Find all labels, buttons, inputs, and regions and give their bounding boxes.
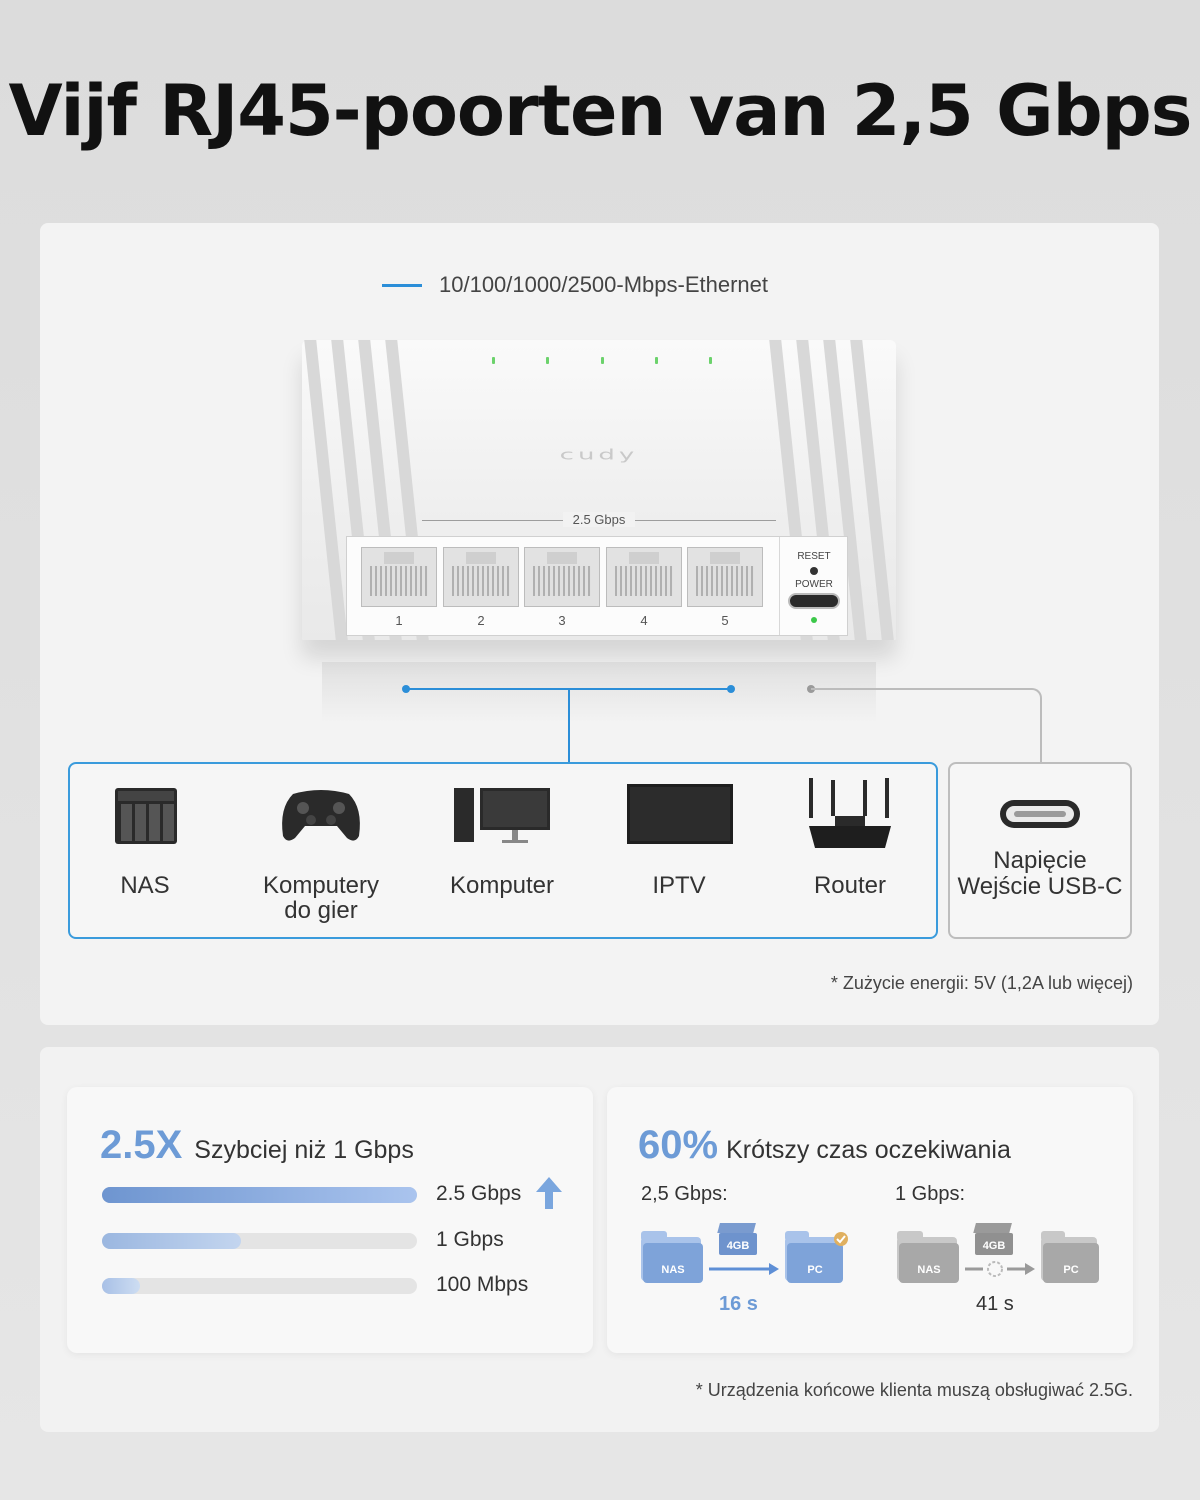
usb-c-icon [1000,800,1080,828]
wait-stat-desc: Krótszy czas oczekiwania [726,1136,1011,1164]
rj45-port-2 [443,547,519,607]
power-text-line1: Napięcie [993,847,1087,874]
port-number: 5 [721,613,729,628]
page-title: Vijf RJ45-poorten van 2,5 Gbps [8,70,1193,152]
power-text-line2: Wejście USB-C [957,873,1123,900]
nas-folder-icon: NAS [897,1231,959,1283]
port-5-connector [727,685,735,693]
slow-transfer-time: 41 s [976,1293,1014,1315]
wait-stat-line: 60% Krótszy czas oczekiwania [638,1123,1011,1168]
speed-bar-100m [102,1278,417,1294]
slow-transfer-diagram: NAS 4GB PC [897,1223,1099,1283]
svg-text:4GB: 4GB [983,1240,1006,1252]
file-clapper-icon: 4GB [973,1223,1013,1255]
pc-folder-icon: PC [785,1231,843,1283]
control-area: RESET POWER [779,537,847,635]
device-label-gaming: Komputery do gier [262,872,380,924]
legend: 10/100/1000/2500-Mbps-Ethernet [382,272,768,298]
status-leds [492,357,712,364]
pc-folder-icon: PC [1041,1231,1099,1283]
switch-body: cudy 2.5 Gbps 1 2 3 4 5 RESET POWER [302,340,896,640]
tv-icon [627,784,733,844]
speed-stat-desc: Szybciej niż 1 Gbps [194,1136,414,1164]
speed-bar-label: 2.5 Gbps [436,1182,522,1205]
usb-c-power-port [788,593,840,609]
device-router: Router [760,764,940,941]
device-gaming: Komputery do gier [231,764,411,941]
power-line-horizontal [811,688,1031,690]
power-consumption-note: * Zużycie energii: 5V (1,2A lub więcej) [830,973,1133,993]
device-label-iptv: IPTV [652,872,706,899]
slow-transfer-label: 1 Gbps: [895,1183,966,1205]
device-label-nas: NAS [120,872,170,899]
gamepad-icon [282,790,360,841]
svg-text:NAS: NAS [917,1264,940,1276]
switch-speed-label: 2.5 Gbps [302,512,896,527]
rj45-port-5 [687,547,763,607]
power-text: Napięcie Wejście USB-C [950,848,1130,900]
port-number: 2 [477,613,485,628]
speed-bar-label: 1 Gbps [436,1228,504,1251]
svg-text:4GB: 4GB [727,1240,750,1252]
port-number: 4 [640,613,648,628]
fast-transfer-time: 16 s [719,1293,758,1315]
router-icon [809,778,891,848]
network-switch: cudy 2.5 Gbps 1 2 3 4 5 RESET POWER [302,340,896,722]
speed-bar-2-5g [102,1187,417,1203]
port-number: 3 [558,613,566,628]
file-clapper-icon: 4GB [717,1223,757,1255]
nas-icon [115,788,177,844]
svg-text:PC: PC [1063,1264,1078,1276]
port-1-connector [402,685,410,693]
svg-text:NAS: NAS [661,1264,684,1276]
fast-transfer-diagram: NAS 4GB PC [641,1223,848,1283]
check-badge-icon [834,1232,848,1246]
rj45-port-3 [524,547,600,607]
ethernet-drop-line [568,688,570,763]
brand-logo: cudy [559,446,639,464]
loading-spinner-icon [987,1261,1003,1277]
device-iptv: IPTV [589,764,769,941]
power-box: Napięcie Wejście USB-C [948,762,1132,939]
speed-stat: 2.5X [100,1123,183,1167]
arrow-up-icon [536,1177,562,1209]
rj45-port-4 [606,547,682,607]
wait-time-card: 60% Krótszy czas oczekiwania 2,5 Gbps: 1… [607,1087,1133,1353]
computer-icon [454,788,550,843]
power-led [811,617,817,623]
fast-transfer-label: 2,5 Gbps: [641,1183,728,1205]
speed-stat-line: 2.5X Szybciej niż 1 Gbps [100,1123,414,1168]
rj45-port-1 [361,547,437,607]
device-label-router: Router [813,872,887,899]
device-label-computer: Komputer [449,872,555,899]
port-bay: 1 2 3 4 5 RESET POWER [346,536,848,636]
port-number: 1 [395,613,403,628]
device-computer: Komputer [412,764,592,941]
devices-box: NAS Komputery do gier Komputer IPTV [68,762,938,939]
power-line-corner [1020,688,1042,710]
speed-card: 2.5X Szybciej niż 1 Gbps 2.5 Gbps 1 Gbps… [67,1087,593,1353]
nas-folder-icon: NAS [641,1231,703,1283]
reset-label: RESET [797,551,831,562]
power-label: POWER [795,579,833,590]
speed-bar-1g [102,1233,417,1249]
client-device-note: * Urządzenia końcowe klienta muszą obsłu… [695,1380,1133,1400]
speed-bar-label: 100 Mbps [436,1273,529,1296]
wait-stat: 60% [638,1123,719,1167]
legend-line [382,283,422,287]
reset-button[interactable] [810,567,818,575]
power-line-vertical [1040,708,1042,762]
device-nas: NAS [55,764,235,941]
switch-reflection [322,662,876,722]
svg-text:PC: PC [807,1264,822,1276]
legend-label: 10/100/1000/2500-Mbps-Ethernet [439,272,769,297]
